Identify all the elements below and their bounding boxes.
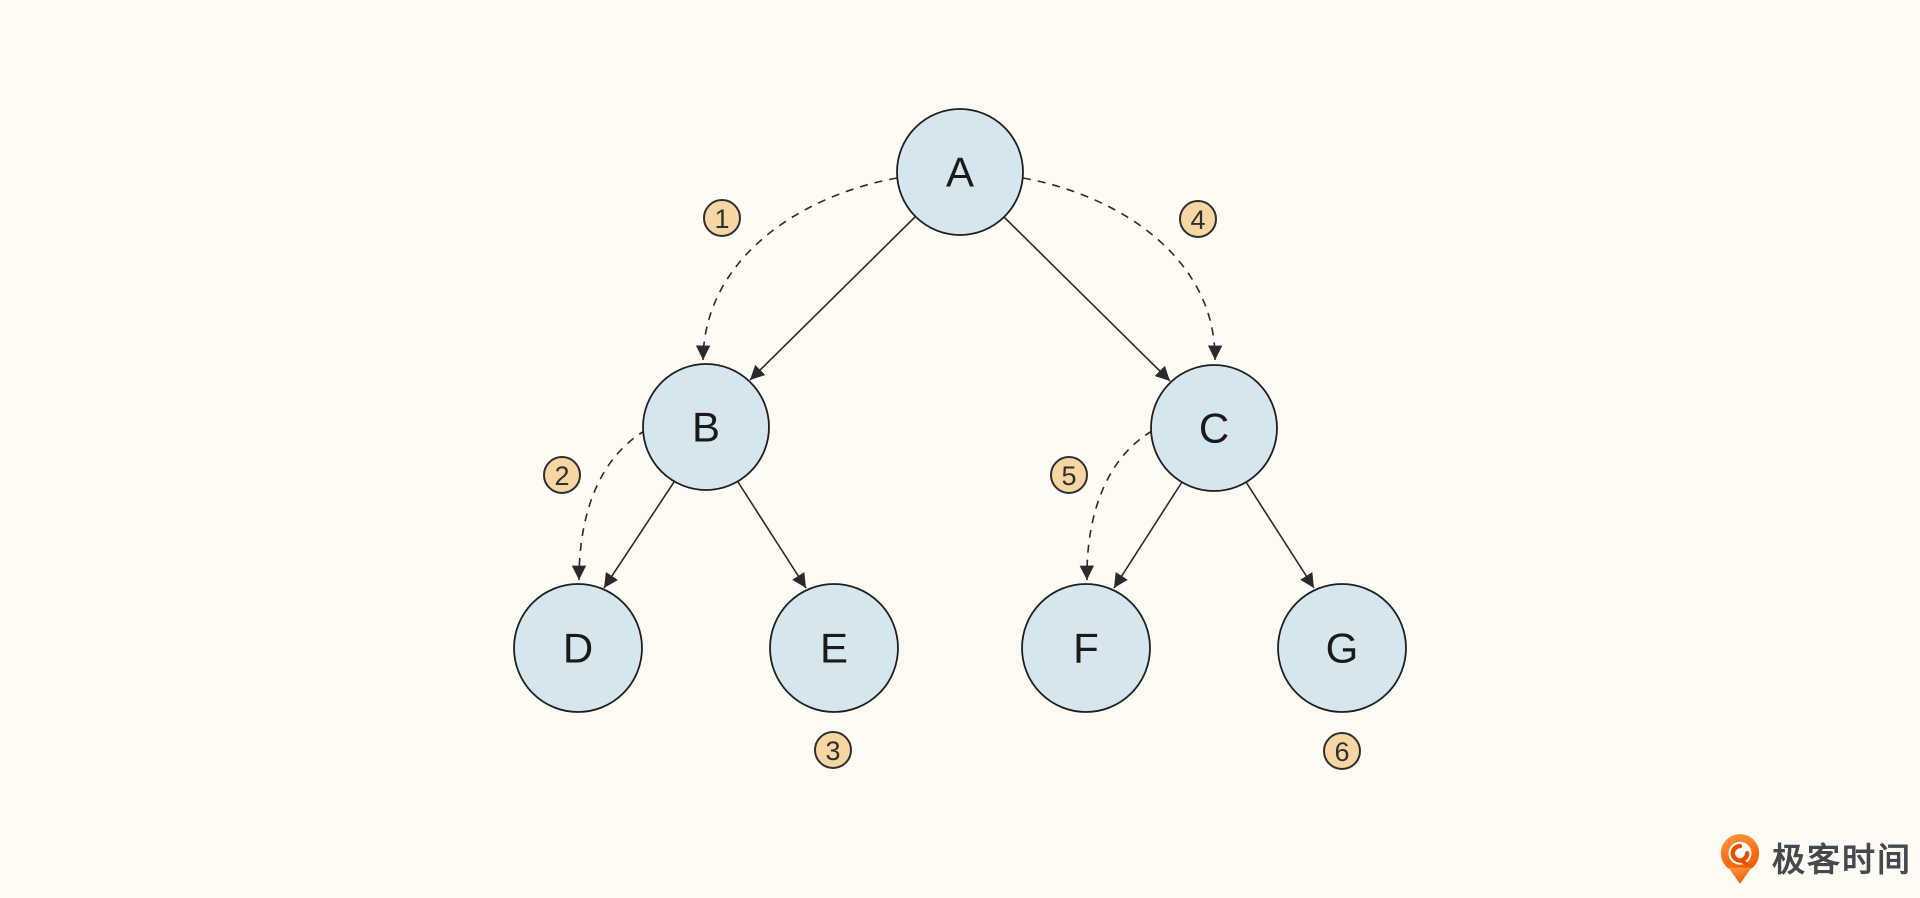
node-C: C — [1150, 364, 1278, 492]
node-A: A — [896, 108, 1024, 236]
node-C-circle — [1150, 364, 1278, 492]
node-D-label: D — [563, 625, 593, 672]
logo-text: 极客时间 — [1772, 840, 1912, 878]
node-G: G — [1277, 583, 1407, 713]
step-badge-6-label: 6 — [1334, 737, 1349, 767]
traversal-arrow-B-D — [571, 429, 647, 581]
node-B-circle — [642, 363, 770, 491]
step-badges: 1 2 3 4 5 6 — [543, 199, 1361, 770]
solid-edges — [603, 216, 1315, 589]
step-badge-4-label: 4 — [1190, 205, 1205, 235]
edge-B-E — [737, 481, 807, 589]
node-G-circle — [1277, 583, 1407, 713]
node-A-label: A — [946, 149, 974, 196]
step-badge-6-circle — [1323, 732, 1361, 770]
edge-C-F — [1113, 481, 1183, 589]
step-badge-4-circle — [1179, 200, 1217, 238]
node-F-label: F — [1073, 625, 1099, 672]
node-E-circle — [769, 583, 899, 713]
node-B-label: B — [692, 404, 720, 451]
node-B: B — [642, 363, 770, 491]
step-badge-6: 6 — [1323, 732, 1361, 770]
step-badge-2-circle — [543, 456, 581, 494]
step-badge-1-label: 1 — [714, 204, 729, 234]
traversal-arrow-C-F — [1079, 430, 1153, 581]
tree-nodes: A B C D E F G — [513, 108, 1407, 713]
step-badge-2-label: 2 — [554, 461, 569, 491]
step-badge-3: 3 — [814, 731, 852, 769]
node-E: E — [769, 583, 899, 713]
node-G-label: G — [1326, 625, 1359, 672]
step-badge-3-circle — [814, 731, 852, 769]
node-D: D — [513, 583, 643, 713]
node-D-circle — [513, 583, 643, 713]
node-A-circle — [896, 108, 1024, 236]
geektime-logo: 极客时间 — [1717, 833, 1912, 885]
node-C-label: C — [1199, 405, 1229, 452]
step-badge-1-circle — [703, 199, 741, 237]
geektime-logo-icon — [1720, 834, 1760, 884]
node-F-circle — [1021, 583, 1151, 713]
edge-A-C — [1003, 216, 1171, 382]
step-badge-3-label: 3 — [825, 736, 840, 766]
step-badge-5-label: 5 — [1061, 461, 1076, 491]
edge-A-B — [749, 216, 916, 381]
step-badge-5: 5 — [1050, 456, 1088, 494]
step-badge-1: 1 — [703, 199, 741, 237]
step-badge-2: 2 — [543, 456, 581, 494]
step-badge-5-circle — [1050, 456, 1088, 494]
traversal-arrows — [571, 177, 1223, 581]
node-F: F — [1021, 583, 1151, 713]
edge-C-G — [1245, 481, 1315, 589]
edge-B-D — [603, 481, 675, 589]
step-badge-4: 4 — [1179, 200, 1217, 238]
node-E-label: E — [820, 625, 848, 672]
